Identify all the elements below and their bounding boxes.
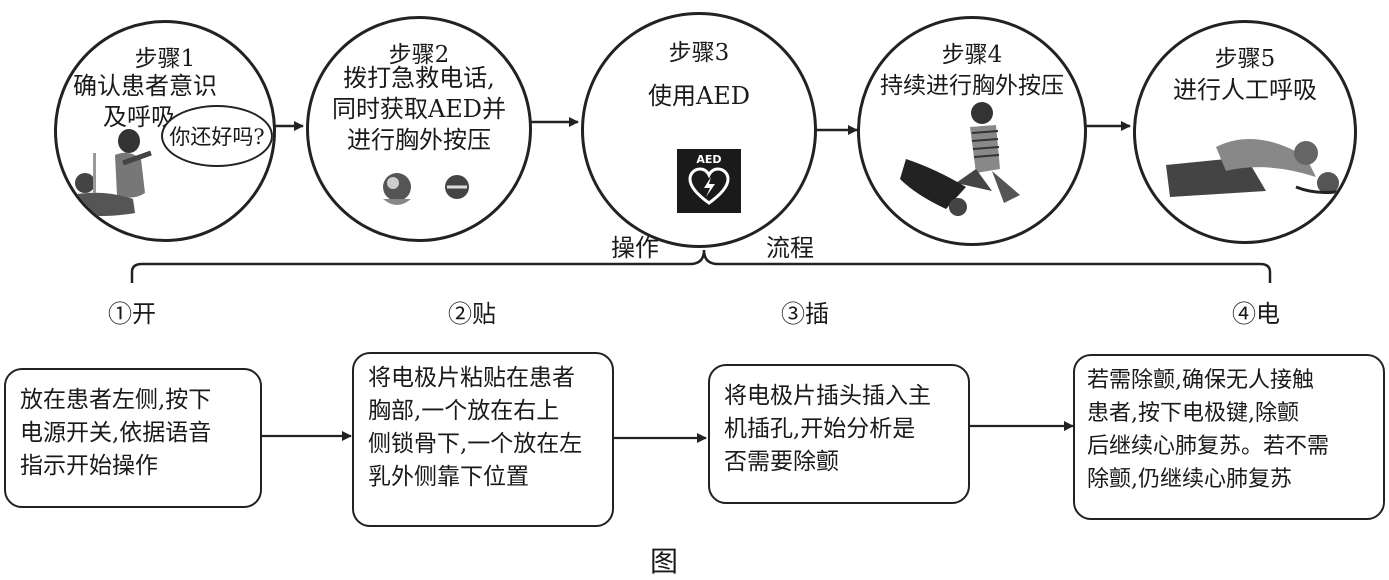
substep-1-line-2: 电源开关,依据语音 (20, 417, 250, 450)
process-label-left: 操作 (611, 228, 659, 263)
step-2-circle: 步骤2 拨打急救电话, 同时获取AED并 进行胸外按压 (306, 16, 532, 242)
step-3-text: 使用AED (584, 81, 814, 112)
aed-logo-text: AED (677, 149, 741, 166)
substep-2-line-2: 胸部,一个放在右上 (368, 395, 602, 428)
step-3-title: 步骤3 (584, 33, 814, 67)
substep-4-line-2: 患者,按下电极键,除颤 (1087, 397, 1377, 430)
substep-1-line-3: 指示开始操作 (20, 450, 250, 483)
heart-lightning-icon (687, 167, 731, 207)
substep-2-line-4: 乳外侧靠下位置 (368, 461, 602, 494)
substep-4-line-3: 后继续心肺复苏。若不需 (1087, 430, 1377, 463)
step-4-line-1: 持续进行胸外按压 (860, 71, 1084, 102)
step-2-line-3: 进行胸外按压 (309, 125, 529, 156)
step-1-line-1: 确认患者意识 (54, 71, 273, 102)
rescue-breathing-illustration (1156, 117, 1356, 217)
substep-4-line-1: 若需除颤,确保无人接触 (1087, 364, 1377, 397)
substep-1-line-1: 放在患者左侧,按下 (20, 384, 250, 417)
substep-3-box: 将电极片插头插入主 机插孔,开始分析是 否需要除颤 (708, 364, 970, 504)
substep-1-box: 放在患者左侧,按下 电源开关,依据语音 指示开始操作 (4, 368, 262, 508)
substep-2-line-3: 侧锁骨下,一个放在左 (368, 428, 602, 461)
substep-4-label: ④电 (1232, 294, 1280, 329)
substep-1-label: ①开 (108, 294, 156, 329)
process-label-right: 流程 (766, 228, 814, 263)
step-2-line-1: 拨打急救电话, (309, 63, 529, 94)
step-4-circle: 步骤4 持续进行胸外按压 (857, 16, 1087, 246)
substep-4-line-4: 除颤,仍继续心肺复苏 (1087, 463, 1377, 496)
step-1-circle: 步骤1 确认患者意识 及呼吸 你还好吗? (54, 20, 276, 242)
substep-3-line-2: 机插孔,开始分析是 (724, 413, 958, 446)
substep-2-label: ②贴 (448, 294, 496, 329)
step-5-circle: 步骤5 进行人工呼吸 (1133, 20, 1357, 244)
substep-3-line-1: 将电极片插头插入主 (724, 380, 958, 413)
step-3-line-1: 使用AED (584, 81, 814, 112)
substep-4-box: 若需除颤,确保无人接触 患者,按下电极键,除颤 后继续心肺复苏。若不需 除颤,仍… (1073, 354, 1385, 520)
phone-and-aed-illustration (373, 165, 483, 215)
step-1-title: 步骤1 (57, 39, 273, 73)
speech-bubble: 你还好吗? (161, 105, 273, 167)
substep-2-box: 将电极片粘贴在患者 胸部,一个放在右上 侧锁骨下,一个放在左 乳外侧靠下位置 (352, 352, 614, 527)
figure-caption: 图 (650, 540, 678, 580)
process-brace (132, 250, 1270, 283)
step-3-circle: 步骤3 使用AED AED (581, 12, 817, 248)
aed-first-aid-diagram: 步骤1 确认患者意识 及呼吸 你还好吗? 步骤2 拨打急救电话, 同时获取AED… (0, 0, 1389, 562)
aed-logo: AED (677, 149, 741, 213)
substep-3-line-3: 否需要除颤 (724, 446, 958, 479)
step-4-title: 步骤4 (860, 35, 1084, 69)
step-5-text: 进行人工呼吸 (1136, 75, 1354, 106)
chest-compression-illustration (896, 99, 1066, 229)
substep-3-label: ③插 (781, 294, 829, 329)
step-2-line-2: 同时获取AED并 (309, 94, 529, 125)
speech-bubble-text: 你还好吗? (169, 121, 264, 151)
step-5-title: 步骤5 (1136, 39, 1354, 73)
step-5-line-1: 进行人工呼吸 (1136, 75, 1354, 106)
step-4-text: 持续进行胸外按压 (860, 71, 1084, 102)
substep-2-line-1: 将电极片粘贴在患者 (368, 362, 602, 395)
step-2-text: 拨打急救电话, 同时获取AED并 进行胸外按压 (309, 63, 529, 156)
